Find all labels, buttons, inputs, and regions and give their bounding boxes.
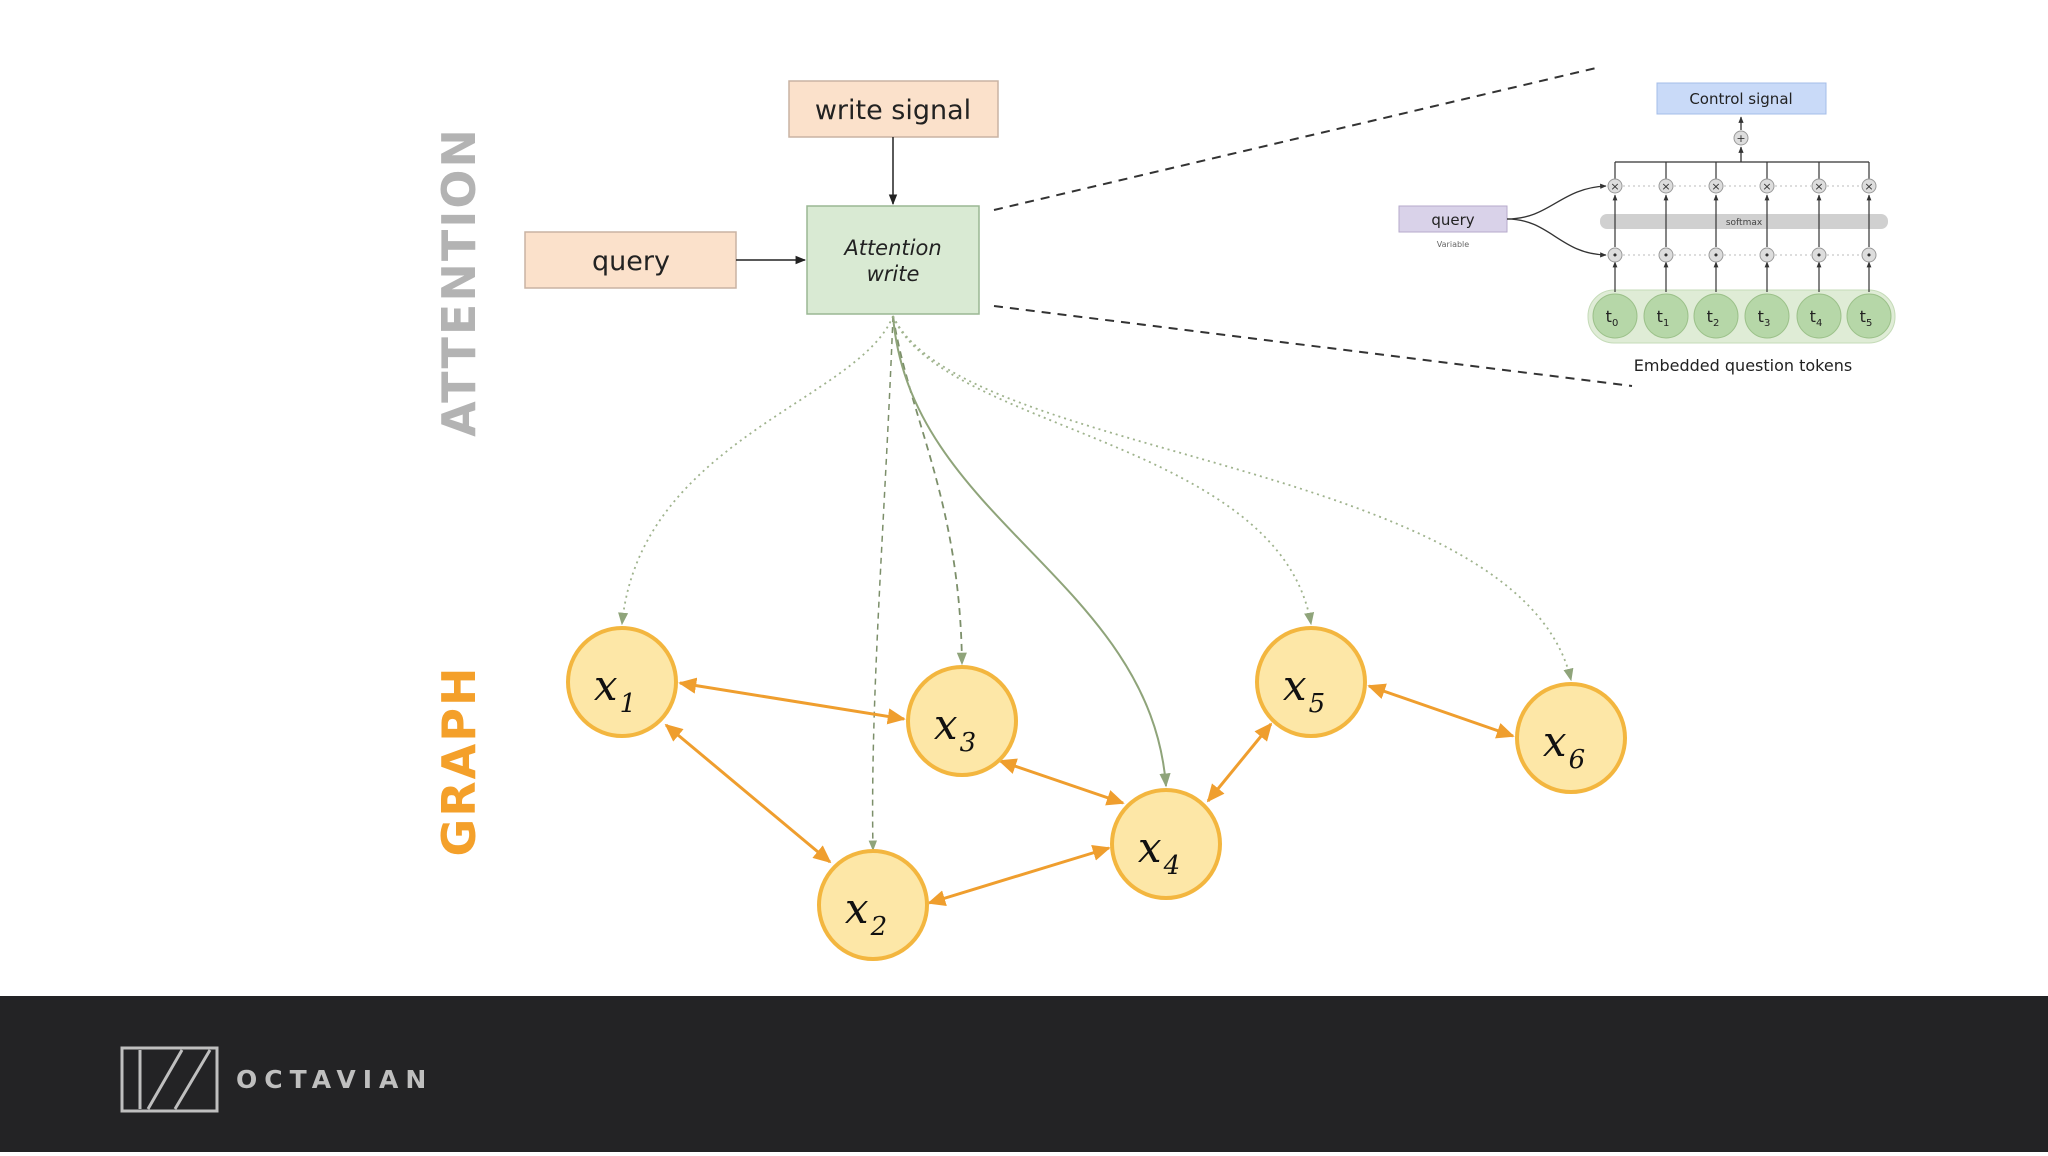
dot-product-symbol: •: [1612, 249, 1619, 262]
edge-x3-x4: [998, 758, 1125, 806]
inset-query-box: [1398, 205, 1508, 233]
edge-x1-x3: [678, 677, 906, 725]
attention-write-label-1: Attention: [842, 236, 941, 260]
dot-product-symbol: •: [1816, 249, 1823, 262]
attention-connections: [618, 315, 1574, 852]
node-x6: x6: [1515, 682, 1627, 794]
multiply-node: [1607, 178, 1623, 194]
write-signal-box: [788, 80, 999, 138]
attention-link-x3: [892, 315, 967, 666]
edge-x5-x6: [1367, 683, 1515, 739]
token-circle: [1693, 293, 1739, 339]
multiply-symbol: ×: [1814, 180, 1823, 193]
svg-text:x1: x1: [594, 661, 636, 719]
softmax-label: softmax: [1726, 218, 1763, 228]
dot-product-node: [1861, 247, 1877, 263]
sum-symbol: +: [1736, 132, 1745, 145]
sum-node: [1733, 130, 1749, 146]
inset-caption: Embedded question tokens: [1634, 356, 1852, 375]
attention-link-x6: [892, 315, 1574, 682]
token-label: t1: [1657, 307, 1670, 329]
dot-product-symbol: •: [1866, 249, 1873, 262]
token-circle: [1643, 293, 1689, 339]
node-x3: x3: [906, 665, 1018, 777]
edge-x4-x5: [1206, 722, 1273, 803]
dot-product-node: [1658, 247, 1674, 263]
dot-product-symbol: •: [1764, 249, 1771, 262]
token-label: t4: [1810, 307, 1823, 329]
attention-link-x5: [892, 315, 1315, 626]
multiply-node: [1811, 178, 1827, 194]
multiply-symbol: ×: [1864, 180, 1873, 193]
svg-text:x3: x3: [934, 700, 976, 758]
footer-band: [0, 996, 2048, 1152]
graph-side-label: GRAPH: [432, 666, 486, 857]
edge-x1-x2: [664, 723, 832, 864]
attention-link-x4: [892, 315, 1171, 788]
multiply-node: [1708, 178, 1724, 194]
multiply-symbol: ×: [1762, 180, 1771, 193]
multiply-symbol: ×: [1711, 180, 1720, 193]
query-box: [524, 231, 737, 289]
token-label: t2: [1707, 307, 1720, 329]
token-circle: [1592, 293, 1638, 339]
dot-product-symbol: •: [1663, 249, 1670, 262]
zoom-line-top: [993, 67, 1597, 211]
brand-wordmark: OCTAVIAN: [236, 1065, 433, 1094]
attention-write-label-2: write: [867, 262, 920, 286]
zoom-line-bottom: [993, 305, 1633, 387]
dot-product-node: [1759, 247, 1775, 263]
dot-product-symbol: •: [1713, 249, 1720, 262]
token-label: t0: [1606, 307, 1619, 329]
node-x1: x1: [566, 626, 678, 738]
control-signal-label: Control signal: [1689, 90, 1792, 108]
attention-link-x2: [868, 315, 894, 852]
graph-edges: [664, 677, 1515, 907]
svg-text:x2: x2: [845, 884, 887, 942]
token-label: t5: [1860, 307, 1873, 329]
attention-side-label: ATTENTION: [432, 127, 486, 437]
token-circle: [1744, 293, 1790, 339]
token-circle: [1846, 293, 1892, 339]
svg-text:x6: x6: [1543, 717, 1585, 775]
dot-product-node: [1607, 247, 1623, 263]
control-signal-inset: Control signal + softmax query Variable …: [1398, 82, 1896, 375]
dot-product-node: [1708, 247, 1724, 263]
softmax-bar: [1600, 214, 1888, 229]
token-circle: [1796, 293, 1842, 339]
multiply-node: [1861, 178, 1877, 194]
svg-text:x5: x5: [1283, 661, 1325, 719]
attention-link-x1: [618, 315, 894, 626]
token-label: t3: [1758, 307, 1771, 329]
multiply-node: [1658, 178, 1674, 194]
dot-product-node: [1811, 247, 1827, 263]
edge-x2-x4: [927, 844, 1111, 907]
octavian-logo-icon: [120, 1046, 219, 1113]
query-label: query: [592, 246, 670, 277]
svg-text:x4: x4: [1138, 823, 1180, 881]
inset-query-sublabel: Variable: [1437, 240, 1469, 249]
control-signal-box: [1656, 82, 1827, 115]
write-signal-label: write signal: [815, 95, 971, 126]
multiply-symbol: ×: [1661, 180, 1670, 193]
attention-write-box: [806, 205, 980, 315]
inset-query-label: query: [1431, 211, 1474, 229]
node-x4: x4: [1110, 788, 1222, 900]
multiply-node: [1759, 178, 1775, 194]
node-x5: x5: [1255, 626, 1367, 738]
multiply-symbol: ×: [1610, 180, 1619, 193]
node-x2: x2: [817, 849, 929, 961]
